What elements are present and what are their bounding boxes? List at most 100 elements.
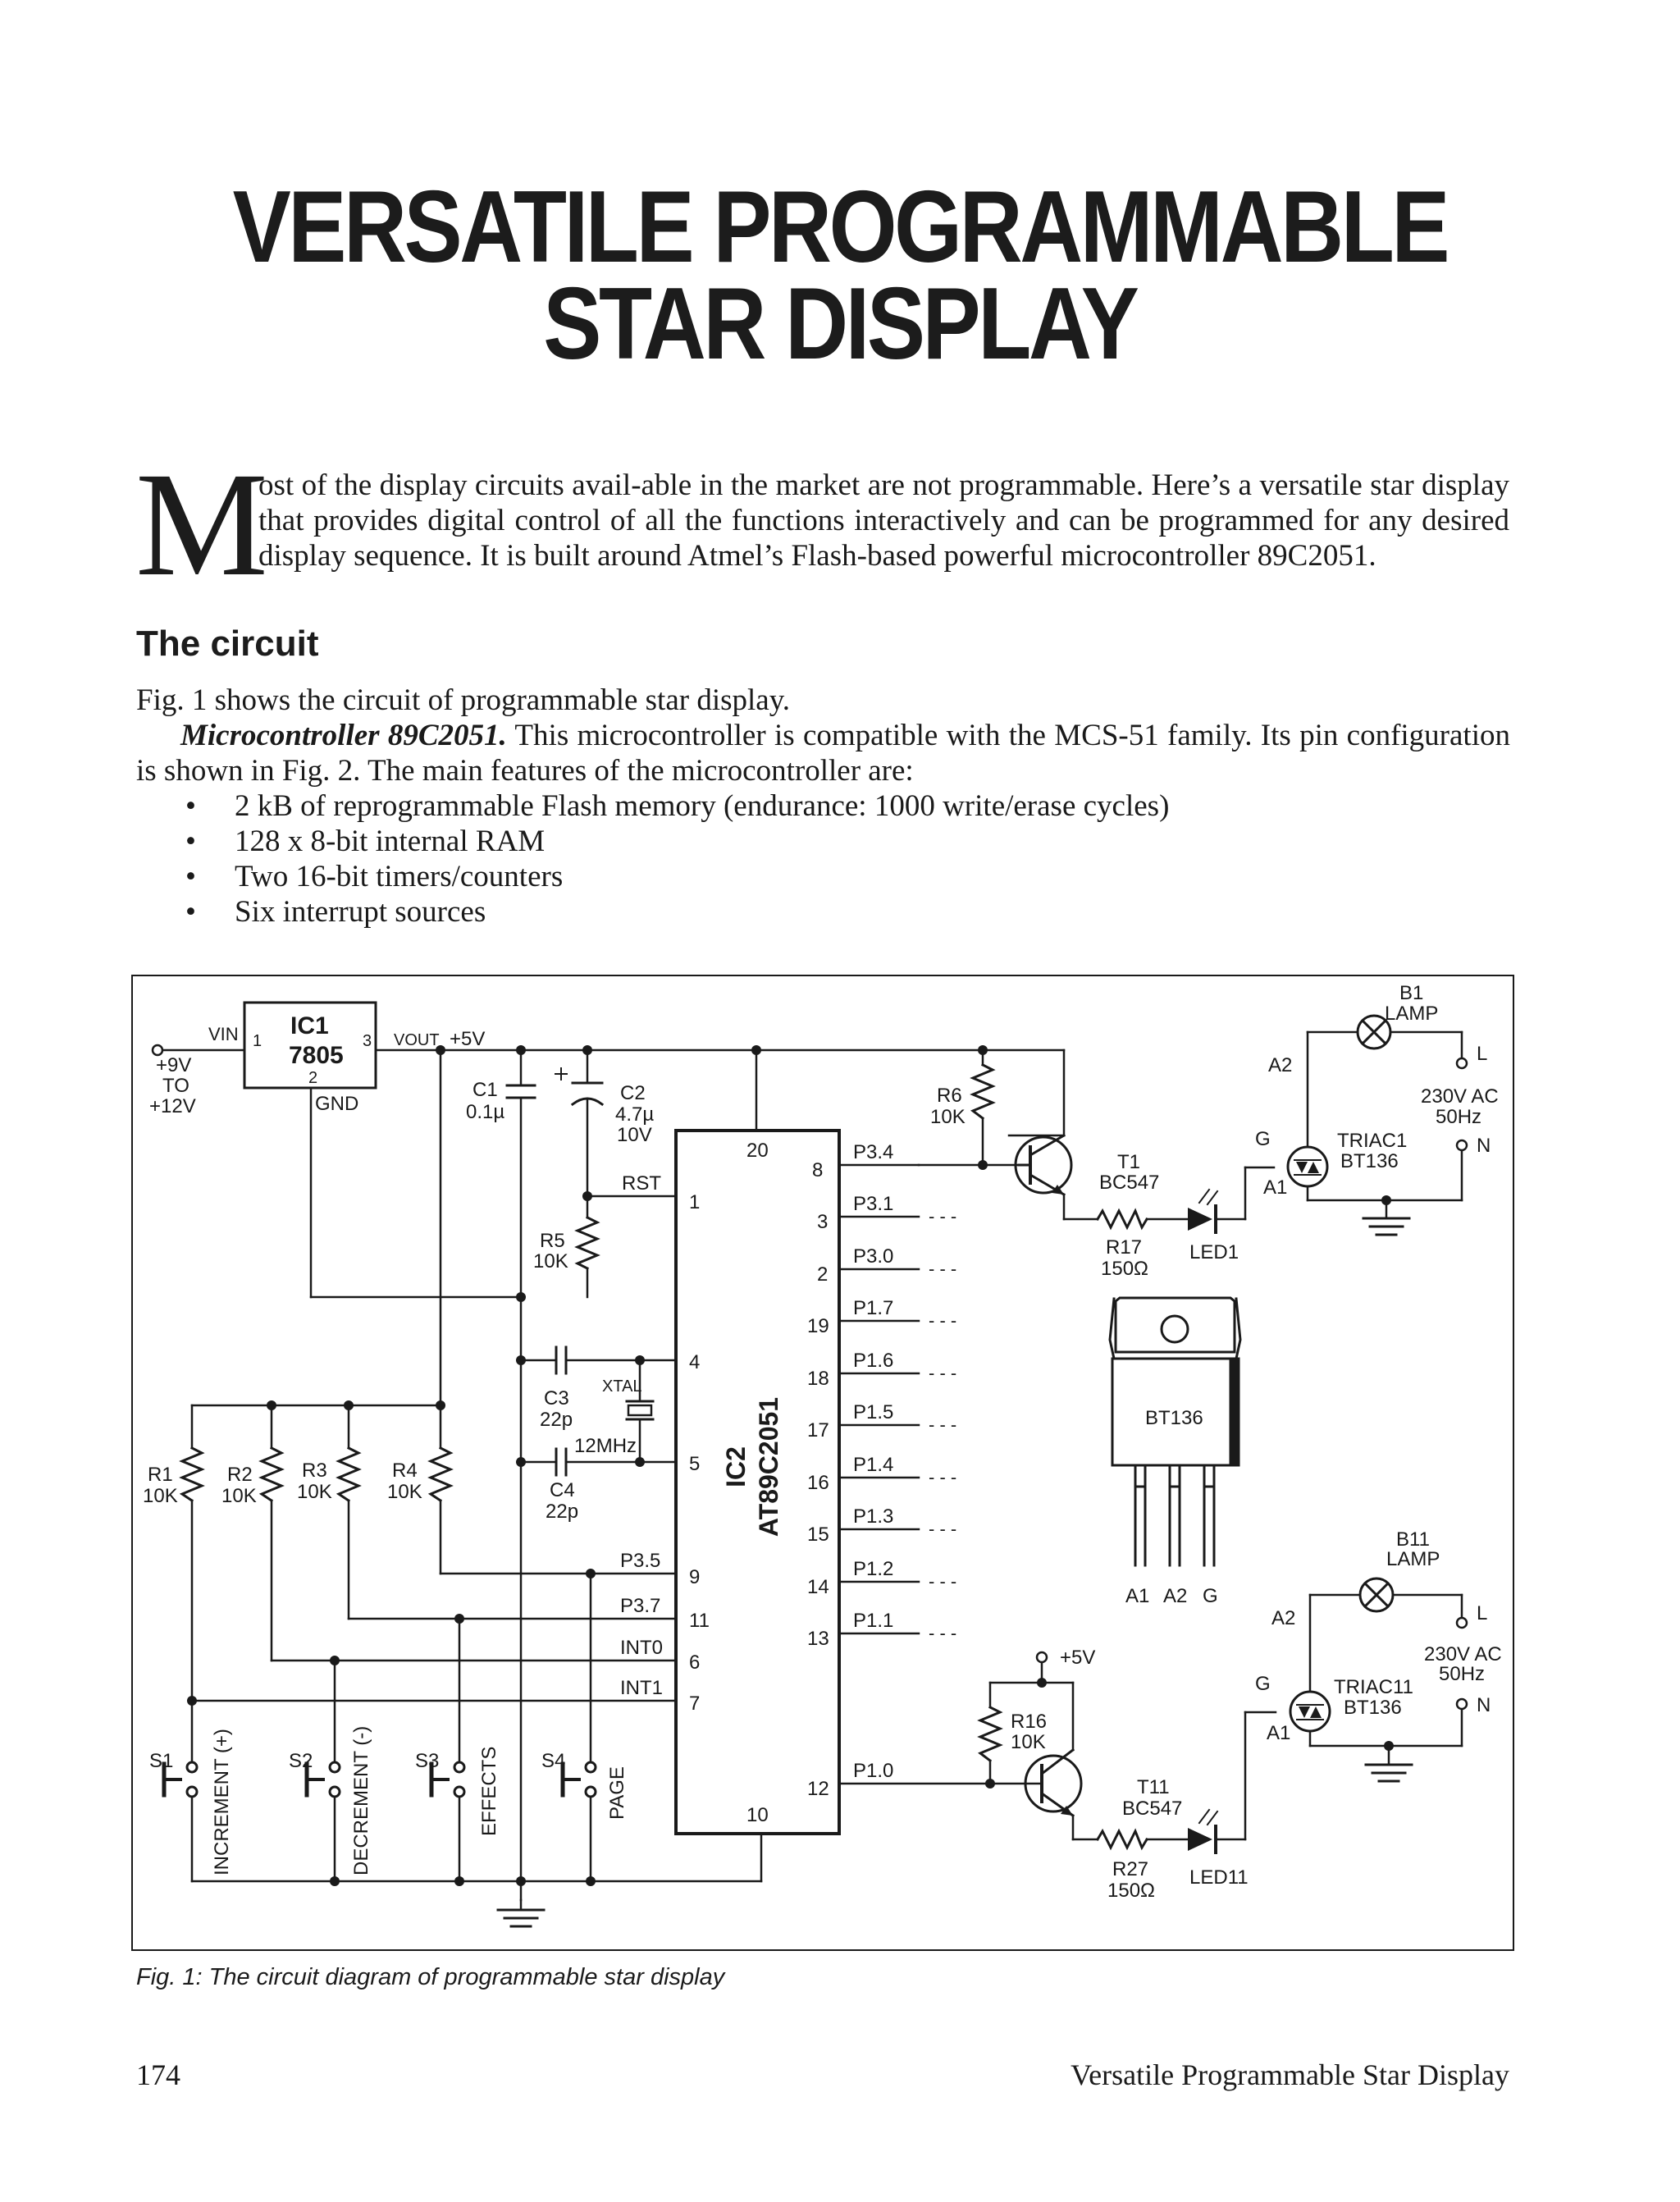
led11-label: LED11 bbox=[1189, 1866, 1249, 1889]
triac11-g: G bbox=[1255, 1673, 1271, 1695]
pin-dots: - - - bbox=[929, 1310, 956, 1331]
triac1-part: BT136 bbox=[1340, 1150, 1399, 1172]
pin-label: P3.1 bbox=[853, 1193, 893, 1215]
r4-name: R4 bbox=[392, 1460, 418, 1482]
triac1-g: G bbox=[1255, 1128, 1271, 1150]
page-number: 174 bbox=[136, 2058, 180, 2091]
section-body: Fig. 1 shows the circuit of programmable… bbox=[136, 683, 1510, 930]
lamp11-name: B11 bbox=[1396, 1528, 1430, 1551]
pin-dots: - - - bbox=[929, 1259, 956, 1279]
pin-label-p35: P3.5 bbox=[620, 1550, 660, 1572]
pin-num: 19 bbox=[807, 1315, 829, 1337]
circuit-diagram: VIN +9V TO +12V 1 3 2 IC1 7805 GND VOUT … bbox=[131, 975, 1514, 1951]
drop-cap: M bbox=[135, 442, 268, 607]
page-title: VERSATILE PROGRAMMABLE STAR DISPLAY bbox=[117, 176, 1562, 381]
r27-value: 150Ω bbox=[1107, 1880, 1155, 1902]
r3-value: 10K bbox=[297, 1481, 332, 1503]
mains1-n: N bbox=[1477, 1135, 1491, 1157]
pin-label: P1.6 bbox=[853, 1350, 893, 1372]
r2-name: R2 bbox=[227, 1464, 253, 1486]
supply-to: TO bbox=[162, 1075, 189, 1097]
feature-list: 2 kB of reprogrammable Flash memory (end… bbox=[136, 788, 1510, 930]
pin5-num: 5 bbox=[689, 1453, 700, 1475]
junctions bbox=[187, 1045, 1394, 1886]
ic1-name: IC1 bbox=[290, 1012, 329, 1039]
pin-num: 8 bbox=[812, 1159, 823, 1181]
pin-rst-num: 1 bbox=[689, 1191, 700, 1213]
pin-num: 17 bbox=[807, 1419, 829, 1441]
pin-dots: - - - bbox=[929, 1571, 956, 1592]
figure-frame bbox=[131, 975, 1514, 1951]
triac11 bbox=[1289, 1690, 1331, 1733]
mains1-l: L bbox=[1477, 1043, 1487, 1065]
r5-name: R5 bbox=[540, 1230, 565, 1252]
t1-part: BC547 bbox=[1099, 1172, 1159, 1194]
mains1-l-terminal bbox=[1455, 1057, 1468, 1070]
pin-label: P3.4 bbox=[853, 1141, 893, 1163]
push-switches bbox=[162, 1761, 597, 1798]
running-title: Versatile Programmable Star Display bbox=[1071, 2058, 1509, 2091]
bt136-a2: A2 bbox=[1163, 1585, 1187, 1607]
pin-num-6: 6 bbox=[689, 1652, 700, 1674]
t11-name: T11 bbox=[1137, 1776, 1170, 1798]
input-terminal bbox=[151, 1044, 164, 1057]
pin-num-9: 9 bbox=[689, 1566, 700, 1588]
c4-value: 22p bbox=[546, 1501, 578, 1523]
xtal-freq: 12MHz bbox=[574, 1435, 637, 1457]
ic1-gnd: GND bbox=[315, 1093, 358, 1115]
r17-name: R17 bbox=[1106, 1236, 1142, 1259]
ic1-vout: VOUT bbox=[394, 1031, 440, 1049]
led1-label: LED1 bbox=[1189, 1241, 1239, 1263]
s3-label: EFFECTS bbox=[478, 1747, 500, 1836]
paragraph-lead: Microcontroller 89C2051. bbox=[180, 719, 507, 752]
ic1-pin1: 1 bbox=[253, 1032, 262, 1050]
pin-num: 3 bbox=[817, 1211, 828, 1233]
r5-resistor bbox=[574, 1215, 600, 1271]
r16-resistor bbox=[977, 1705, 1003, 1763]
mains1-hz: 50Hz bbox=[1436, 1106, 1481, 1128]
lamp11 bbox=[1358, 1577, 1395, 1613]
mains11-n-terminal bbox=[1455, 1697, 1468, 1711]
c2-voltage: 10V bbox=[617, 1124, 652, 1146]
pin-num: 15 bbox=[807, 1524, 829, 1546]
pin-label-p37: P3.7 bbox=[620, 1595, 660, 1617]
t11-part: BC547 bbox=[1122, 1798, 1182, 1820]
pin-label: P3.0 bbox=[853, 1245, 893, 1268]
s4-label: PAGE bbox=[606, 1766, 628, 1820]
triac1-name: TRIAC1 bbox=[1337, 1130, 1407, 1152]
pin-num-11: 11 bbox=[689, 1610, 710, 1632]
list-item: Two 16-bit timers/counters bbox=[185, 859, 1510, 894]
triac11-name: TRIAC11 bbox=[1334, 1676, 1413, 1698]
mains11-l-terminal bbox=[1455, 1616, 1468, 1629]
s3-name: S3 bbox=[415, 1750, 439, 1772]
r27-resistor bbox=[1095, 1828, 1149, 1851]
paragraph-microcontroller: Microcontroller 89C2051. This microcontr… bbox=[136, 718, 1510, 788]
c1-value: 0.1µ bbox=[466, 1101, 504, 1123]
right-pins: P3.4 8 P3.1 3 P3.0 2 P1.7 19 P1.6 18 P1.… bbox=[807, 1141, 893, 1800]
pin-dots: - - - bbox=[929, 1414, 956, 1435]
r27-name: R27 bbox=[1112, 1858, 1148, 1880]
c2-value: 4.7µ bbox=[615, 1103, 654, 1126]
pin-label-int0: INT0 bbox=[620, 1637, 663, 1659]
supply-5v-label: +5V bbox=[1060, 1647, 1095, 1669]
pin-dots: - - - bbox=[929, 1519, 956, 1539]
ground-symbol bbox=[496, 1908, 546, 1928]
ic2-part: AT89C2051 bbox=[754, 1397, 783, 1537]
ic2-microcontroller bbox=[674, 1129, 841, 1835]
ic2-name: IC2 bbox=[721, 1446, 751, 1487]
wires bbox=[159, 1030, 1463, 1912]
supply-9v: +9V bbox=[156, 1054, 191, 1076]
c2-capacitor bbox=[555, 1067, 605, 1107]
circuit-figure: VIN +9V TO +12V 1 3 2 IC1 7805 GND VOUT … bbox=[131, 975, 1514, 1951]
title-line-2: STAR DISPLAY bbox=[543, 267, 1139, 381]
pin-num: 14 bbox=[807, 1576, 829, 1598]
c4-name: C4 bbox=[550, 1479, 575, 1501]
pin-dots: - - - bbox=[929, 1467, 956, 1487]
pin-num: 18 bbox=[807, 1368, 829, 1390]
r5-value: 10K bbox=[533, 1250, 568, 1272]
r3-name: R3 bbox=[302, 1460, 327, 1482]
triac11-part: BT136 bbox=[1344, 1697, 1402, 1719]
ic1-regulator bbox=[243, 1001, 377, 1090]
s2-name: S2 bbox=[289, 1750, 313, 1772]
mains11-hz: 50Hz bbox=[1439, 1663, 1485, 1685]
